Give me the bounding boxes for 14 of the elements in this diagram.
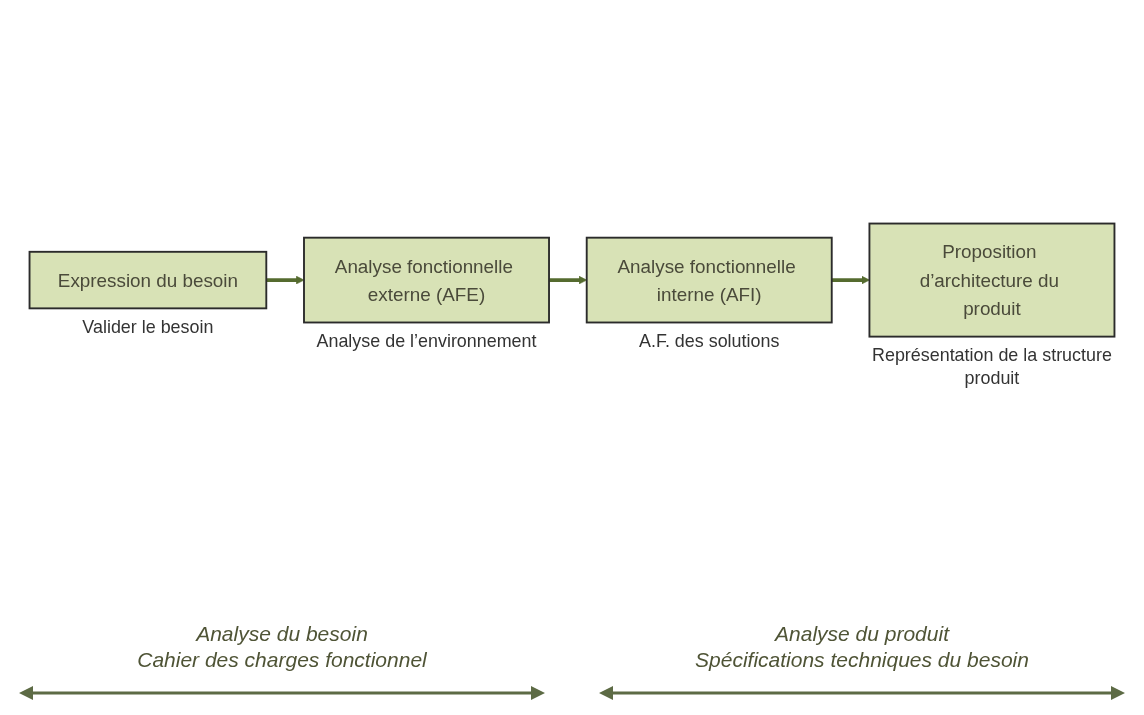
step-note: Analyse de l’environnement bbox=[316, 330, 537, 351]
node-box: Analyse fonctionnelle externe (AFE) bbox=[303, 236, 550, 324]
node-box: Proposition d’architecture du produit bbox=[868, 222, 1116, 338]
phase-label: Analyse du besoin bbox=[196, 621, 368, 647]
node-box: Analyse fonctionnelle interne (AFI) bbox=[585, 236, 833, 324]
phase-label: Spécifications techniques du besoin bbox=[695, 647, 1029, 673]
arrow bbox=[831, 275, 870, 284]
step-note: A.F. des solutions bbox=[639, 330, 780, 351]
arrow bbox=[266, 275, 305, 284]
step-note: Représentation de la structure produit bbox=[872, 344, 1112, 388]
node-box: Expression du besoin bbox=[28, 250, 268, 310]
step-note: Valider le besoin bbox=[82, 316, 214, 337]
phase-label: Analyse du produit bbox=[775, 621, 949, 647]
phase-label: Cahier des charges fonctionnel bbox=[137, 647, 427, 673]
